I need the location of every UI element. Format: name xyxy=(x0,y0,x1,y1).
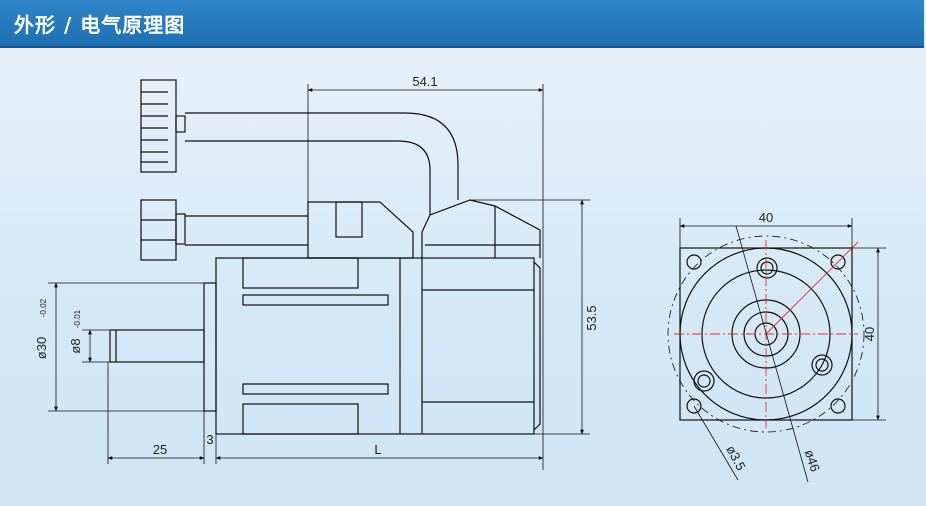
lower-cable xyxy=(185,215,308,246)
dim-shaft-outer-tol: -0.02 xyxy=(39,298,48,317)
side-view xyxy=(109,79,541,435)
motor-body xyxy=(215,257,535,435)
dim-length-top: 54.1 xyxy=(412,74,437,89)
dim-pcd-dia: ø46 xyxy=(802,448,823,474)
motor-drawing: 54.1 53.5 ø30 -0.02 ø8 -0.01 25 3 L xyxy=(34,74,886,483)
section-header: 外形 / 电气原理图 xyxy=(0,0,924,48)
upper-cable xyxy=(185,112,459,215)
pcd-circle xyxy=(667,235,865,433)
side-dimension-labels: 54.1 53.5 ø30 -0.02 ø8 -0.01 25 3 L xyxy=(34,74,599,457)
dim-front-height: 40 xyxy=(862,327,877,341)
dim-flange: 3 xyxy=(206,432,213,447)
shaft xyxy=(109,329,205,363)
dim-shaft-inner: ø8 xyxy=(68,338,83,353)
dim-height-right: 53.5 xyxy=(584,305,599,330)
side-dimensions xyxy=(48,84,590,470)
dim-shaft-inner-tol: -0.01 xyxy=(73,309,82,328)
dim-hole-dia: ø3.5 xyxy=(723,443,748,473)
dim-front-width: 40 xyxy=(759,210,773,225)
encoder-plug xyxy=(421,199,541,258)
lower-connector xyxy=(140,199,186,261)
front-dimensions xyxy=(679,218,886,483)
power-plug xyxy=(307,201,414,259)
front-dimension-labels: 40 40 ø3.5 ø46 xyxy=(723,210,877,474)
section-title: 外形 / 电气原理图 xyxy=(14,13,186,37)
flange xyxy=(203,282,217,412)
dim-shaft-outer: ø30 xyxy=(34,337,49,359)
upper-connector xyxy=(140,79,186,173)
dim-body-length: L xyxy=(374,442,381,457)
dim-shaft-length: 25 xyxy=(153,442,167,457)
